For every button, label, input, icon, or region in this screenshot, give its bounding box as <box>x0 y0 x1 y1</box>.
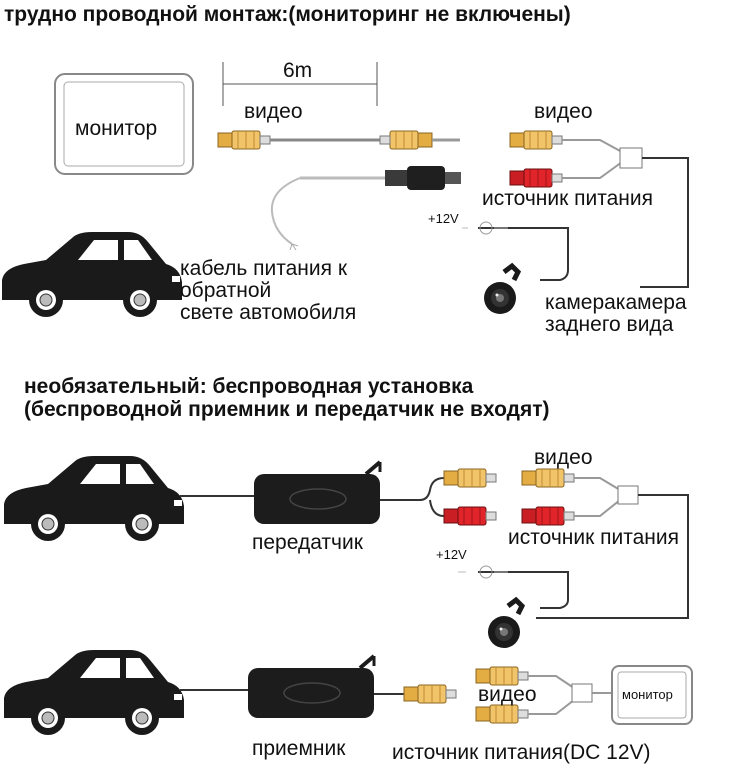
camera-harness-middle <box>458 468 689 619</box>
receiver-device <box>248 654 376 718</box>
rear-camera-middle <box>488 600 522 648</box>
transmitter-cables <box>380 468 497 526</box>
video-label-left: видео <box>244 100 303 123</box>
camera-label-line2: заднего вида <box>545 313 674 336</box>
monitor-label-top: монитор <box>75 117 158 140</box>
receiver-cable <box>374 684 457 704</box>
distance-label: 6m <box>283 59 313 82</box>
camera-label-line1: камеракамера <box>545 291 687 314</box>
car-top <box>1 231 183 318</box>
power-label-top: источник питания <box>482 187 653 210</box>
heading-wired: трудно проводной монтаж:(мониторинг не в… <box>4 3 571 26</box>
cable-label-line3: свете автомобиля <box>180 301 357 324</box>
voltage-label-top: +12V <box>428 211 459 226</box>
rear-camera-top <box>484 266 518 314</box>
receiver-label: приемник <box>252 737 346 760</box>
cable-label-line1: кабель питания к <box>180 257 348 280</box>
video-label-right: видео <box>534 100 593 123</box>
cable-label-line2: обратной <box>180 279 272 302</box>
car-bottom <box>3 649 185 736</box>
camera-harness-top <box>462 130 689 288</box>
heading-wireless-line2: (беспроводной приемник и передатчик не в… <box>24 398 550 421</box>
video-label-middle: видео <box>534 446 593 469</box>
heading-wireless-line1: необязательный: беспроводная установка <box>24 375 474 398</box>
voltage-label-middle: +12V <box>436 547 467 562</box>
monitor-label-bottom: монитор <box>622 687 673 702</box>
monitor-top <box>54 73 194 175</box>
power-label-bottom: источник питания(DC 12V) <box>392 741 651 764</box>
monitor-bottom <box>611 665 693 725</box>
power-cable-top <box>270 166 461 251</box>
monitor-harness-bottom <box>475 666 612 724</box>
video-cable-top <box>217 130 460 150</box>
power-label-middle: источник питания <box>508 526 679 549</box>
transmitter-device <box>254 460 382 524</box>
car-middle <box>3 455 185 542</box>
transmitter-label: передатчик <box>252 531 363 554</box>
distance-marker <box>222 62 378 106</box>
video-label-bottom: видео <box>478 683 537 706</box>
